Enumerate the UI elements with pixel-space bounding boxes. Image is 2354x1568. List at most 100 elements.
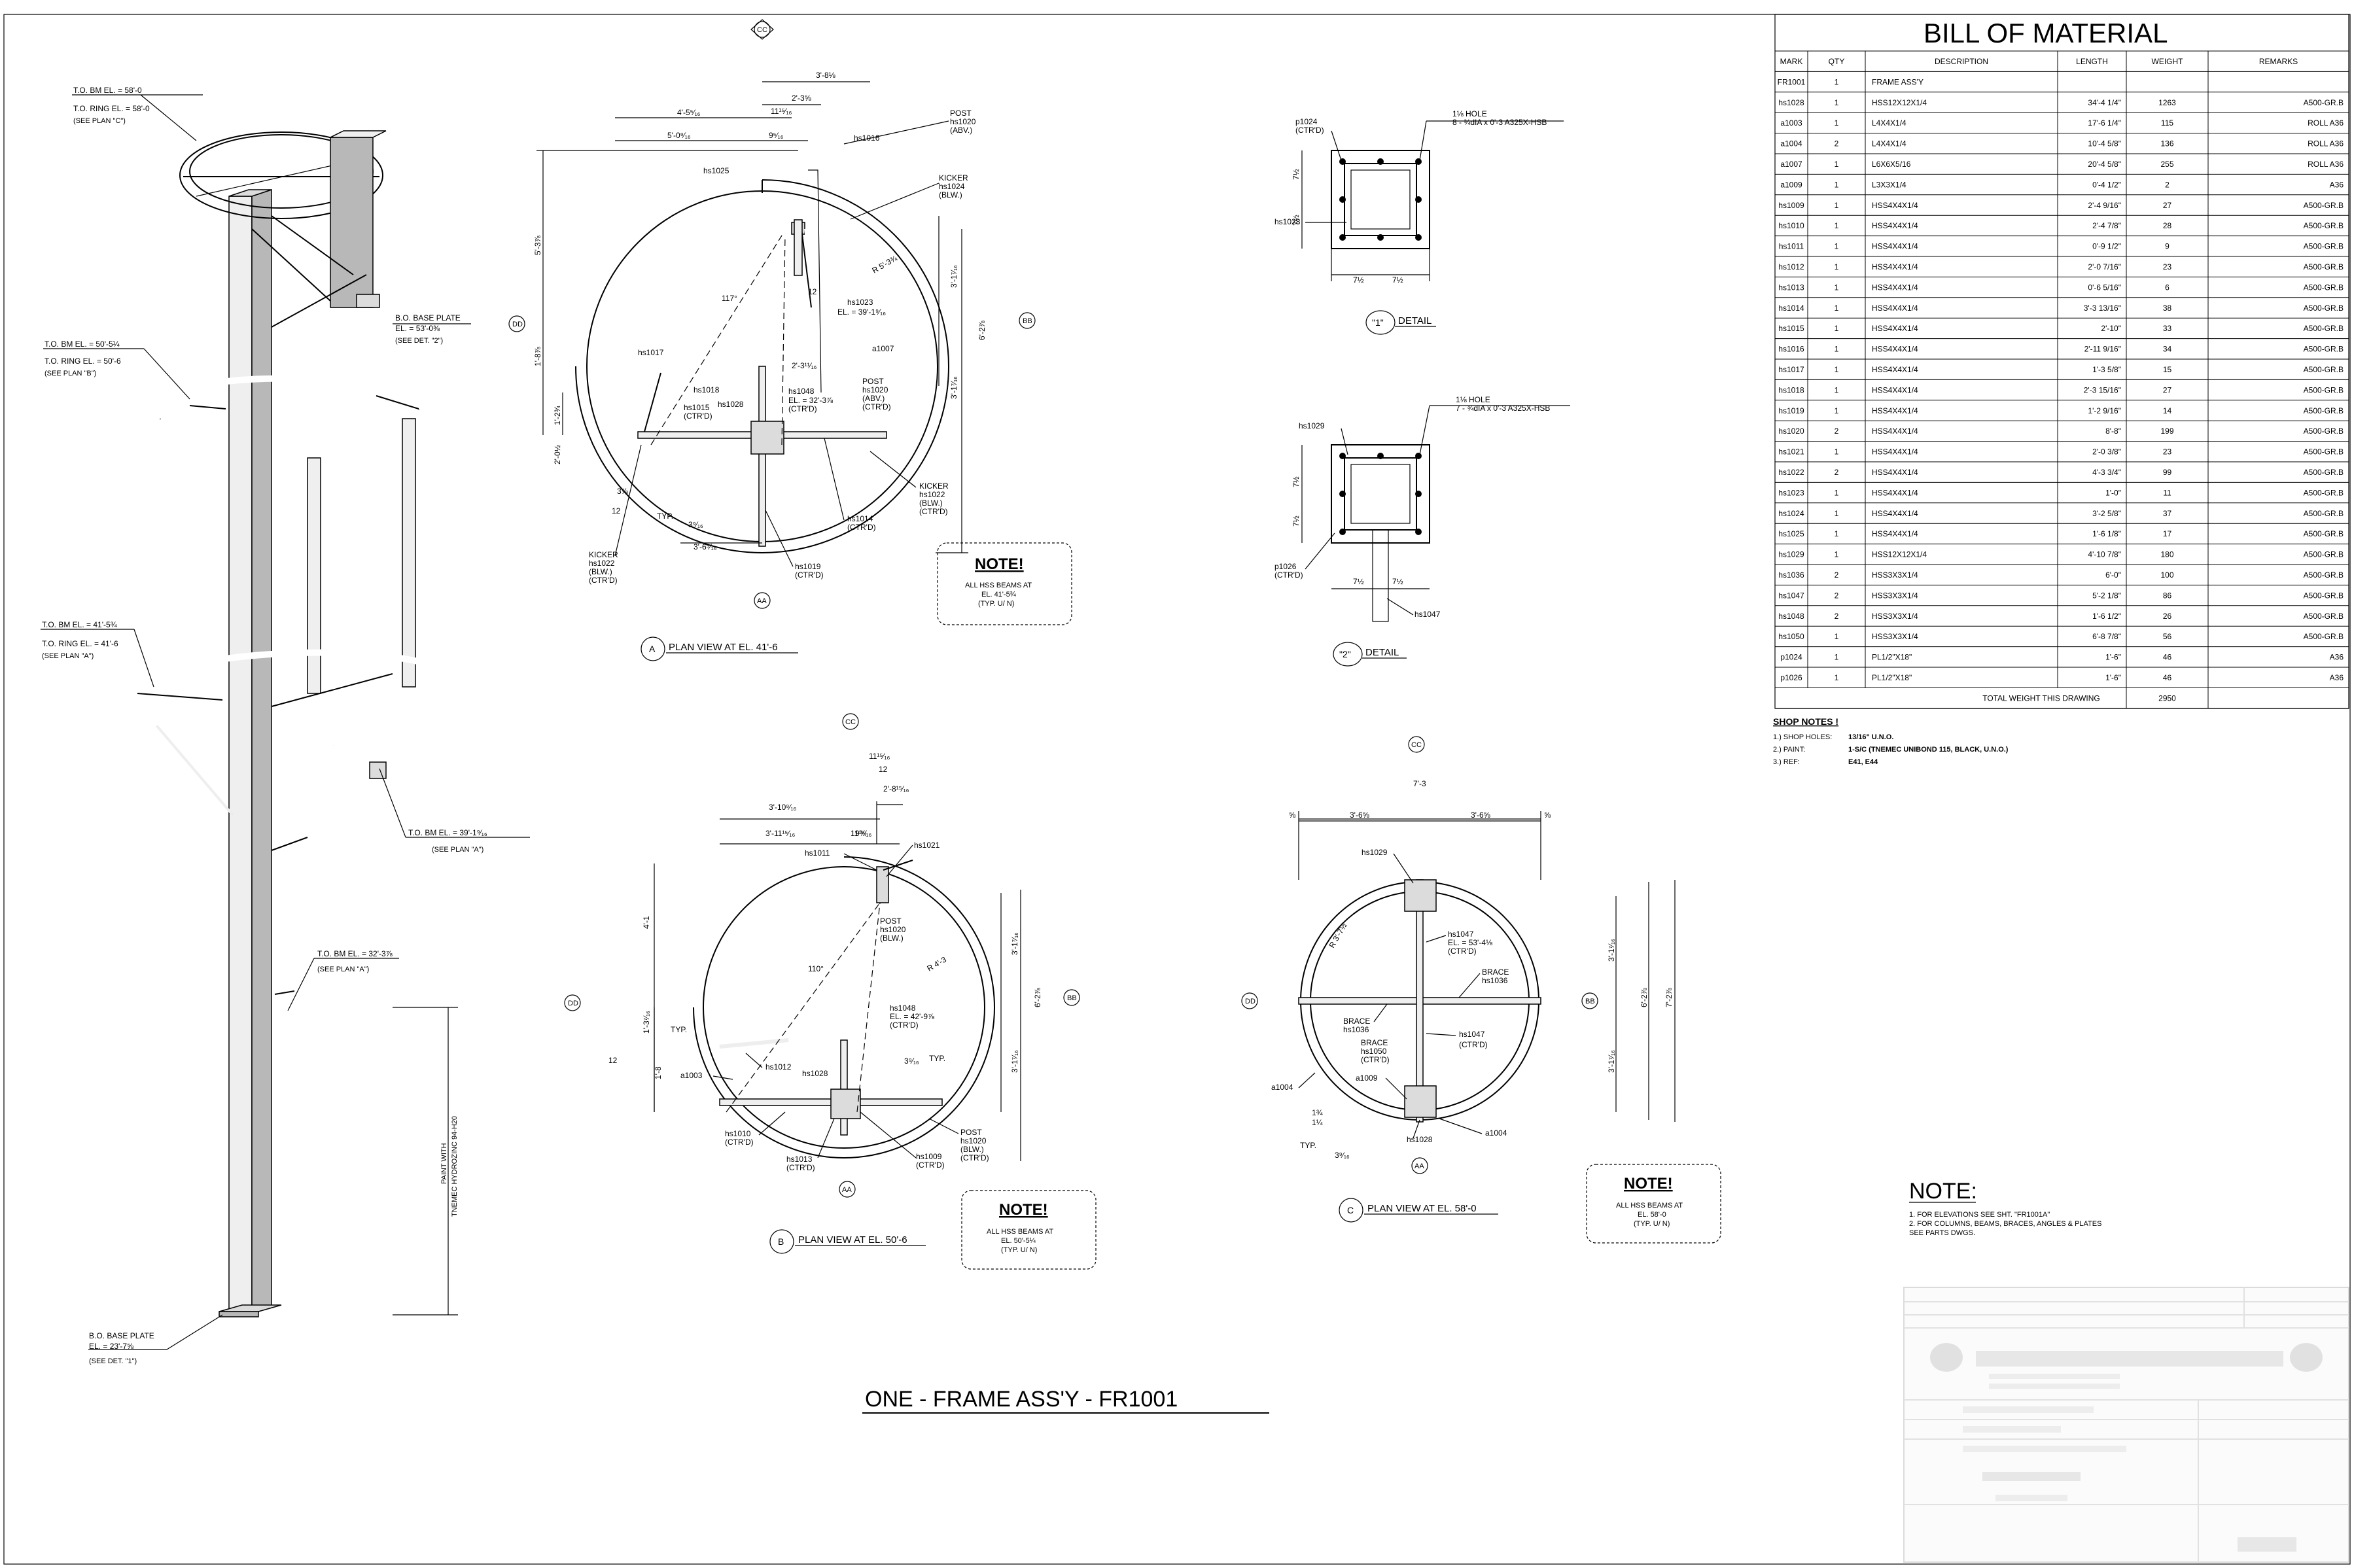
bom-mark: hs1019 [1778, 406, 1804, 415]
bo-base-bot-2: EL. = 23'-7⅝ [89, 1342, 134, 1351]
svg-text:hs1048: hs1048 [788, 387, 815, 396]
section-mark-bb-a: BB [1019, 312, 1036, 329]
bom-remarks: A500-GR.B [2304, 221, 2344, 230]
svg-text:hs1017: hs1017 [638, 348, 664, 357]
bom-header-0: MARK [1780, 57, 1803, 66]
detail-2-title: "2" DETAIL [1333, 642, 1407, 667]
bom-remarks: A500-GR.B [2304, 570, 2344, 580]
bom-mark: hs1020 [1778, 427, 1804, 436]
see-plan-b: (SEE PLAN "B") [44, 370, 96, 377]
bom-mark: FR1001 [1778, 77, 1806, 86]
svg-text:R 3'-7½: R 3'-7½ [1327, 921, 1348, 949]
bom-total-label: TOTAL WEIGHT THIS DRAWING [1982, 693, 2100, 703]
bom-weight: 1263 [2158, 98, 2176, 107]
svg-text:1⅛ HOLE: 1⅛ HOLE [1456, 395, 1490, 404]
bom-description: HSS4X4X1/4 [1872, 427, 1918, 436]
sheet-border [3, 14, 2351, 1565]
bom-weight: 14 [2163, 406, 2172, 415]
svg-text:7½: 7½ [1291, 515, 1301, 527]
section-mark-dd-a: DD [508, 315, 525, 332]
bom-weight: 46 [2163, 653, 2172, 662]
svg-text:hs1036: hs1036 [1343, 1025, 1369, 1034]
svg-text:DD: DD [1245, 998, 1256, 1005]
svg-text:3'-6⅝: 3'-6⅝ [1471, 810, 1491, 820]
svg-text:1⅛ HOLE: 1⅛ HOLE [1452, 109, 1487, 118]
svg-text:(CTR'D): (CTR'D) [919, 507, 948, 516]
bom-mark: hs1050 [1778, 632, 1804, 641]
svg-text:hs1022: hs1022 [919, 490, 945, 499]
bom-header-4: WEIGHT [2152, 57, 2184, 66]
bom-mark: a1004 [1780, 139, 1802, 148]
bom-length: 8'-8" [2105, 427, 2121, 436]
bom-description: HSS4X4X1/4 [1872, 242, 1918, 251]
svg-text:(CTR'D): (CTR'D) [916, 1160, 945, 1170]
plan-b: 11¹⁵⁄₁₆ 2'-8¹⁵⁄₁₆ 3'-10⁹⁄₁₆ 3'-11¹⁵⁄₁₆ 1… [608, 752, 1042, 1172]
svg-text:hs1020: hs1020 [960, 1136, 987, 1145]
bom-qty: 2 [1835, 591, 1839, 600]
svg-text:"1": "1" [1372, 317, 1384, 328]
svg-text:EL. 50'-5¼: EL. 50'-5¼ [1001, 1237, 1036, 1245]
svg-text:EL. = 53'-4⅛: EL. = 53'-4⅛ [1448, 938, 1493, 947]
svg-text:3'-8⅛: 3'-8⅛ [816, 71, 836, 80]
bom-weight: 26 [2163, 612, 2172, 621]
svg-text:KICKER: KICKER [919, 481, 949, 491]
svg-text:6'-2⅞: 6'-2⅞ [1640, 987, 1649, 1007]
bom-length: 2'-11 9/16" [2084, 345, 2121, 354]
svg-text:E41, E44: E41, E44 [1848, 758, 1878, 766]
svg-text:3'-1⁷⁄₁₆: 3'-1⁷⁄₁₆ [1607, 939, 1616, 962]
bom-remarks: A500-GR.B [2304, 262, 2344, 271]
bom-length: 4'-10 7/8" [2088, 550, 2121, 559]
bom-length: 1'-0" [2105, 488, 2121, 497]
to-ring-58: T.O. RING EL. = 58'-0 [73, 104, 150, 113]
svg-text:hs1012: hs1012 [765, 1062, 792, 1071]
svg-text:hs1014: hs1014 [847, 514, 873, 523]
svg-text:hs1020: hs1020 [950, 117, 976, 126]
svg-text:hs1025: hs1025 [703, 166, 729, 175]
svg-text:5'-0⁹⁄₁₆: 5'-0⁹⁄₁₆ [667, 131, 691, 140]
plan-a-post [750, 421, 784, 455]
bom-mark: hs1010 [1778, 221, 1804, 230]
bom-mark: hs1024 [1778, 509, 1804, 518]
svg-text:3'-10⁹⁄₁₆: 3'-10⁹⁄₁₆ [769, 803, 797, 812]
svg-text:EL. = 32'-3⅞: EL. = 32'-3⅞ [788, 396, 834, 405]
svg-text:3'-11¹⁵⁄₁₆: 3'-11¹⁵⁄₁₆ [765, 829, 795, 838]
svg-text:(CTR'D): (CTR'D) [1295, 126, 1324, 135]
section-mark-aa-b: AA [839, 1181, 856, 1198]
svg-text:11¹⁵⁄₁₆: 11¹⁵⁄₁₆ [771, 107, 792, 116]
bom-remarks: A500-GR.B [2304, 242, 2344, 251]
plan-c-title: C PLAN VIEW AT EL. 58'-0 [1339, 1198, 1498, 1223]
svg-text:11¹⁵⁄₁₆: 11¹⁵⁄₁₆ [851, 829, 871, 838]
bom-qty: 1 [1835, 160, 1839, 169]
svg-text:(CTR'D): (CTR'D) [847, 523, 876, 532]
bom-mark: hs1022 [1778, 468, 1804, 477]
bom-weight: 56 [2163, 632, 2172, 641]
svg-text:13/16" U.N.O.: 13/16" U.N.O. [1848, 733, 1893, 741]
bom-mark: hs1011 [1779, 242, 1804, 251]
bom-remarks: A500-GR.B [2304, 591, 2344, 600]
svg-text:(CTR'D): (CTR'D) [1274, 570, 1303, 580]
svg-text:(CTR'D): (CTR'D) [725, 1138, 754, 1147]
bom-mark: a1009 [1780, 180, 1802, 189]
plan-c-labels: hs1029 hs1047 EL. = 53'-4⅛ (CTR'D) BRACE… [1271, 848, 1509, 1160]
svg-text:7½: 7½ [1291, 169, 1301, 180]
svg-text:3⁹⁄₁₆: 3⁹⁄₁₆ [688, 520, 703, 529]
bom-qty: 2 [1835, 570, 1839, 580]
bom-description: PL1/2"X18" [1872, 653, 1912, 662]
plan-c-dims: 7'-3 3'-6⅝ 3'-6⅝ ⅝ ⅝ 3'-1⁷⁄₁₆ 6'-2⅞ 7'-2… [1289, 779, 1674, 1127]
svg-text:TYP.: TYP. [1300, 1141, 1316, 1150]
svg-text:(CTR'D): (CTR'D) [786, 1163, 815, 1172]
bom-remarks: A36 [2330, 673, 2344, 682]
svg-text:(CTR'D): (CTR'D) [684, 411, 712, 421]
svg-text:7 - ¾dIA x 0'-3 A325X-HSB: 7 - ¾dIA x 0'-3 A325X-HSB [1456, 404, 1550, 413]
bom-qty: 2 [1835, 468, 1839, 477]
bom-header-2: DESCRIPTION [1935, 57, 1988, 66]
bom-description: HSS4X4X1/4 [1872, 488, 1918, 497]
svg-text:3.) REF:: 3.) REF: [1773, 758, 1800, 766]
svg-text:TYP.: TYP. [671, 1025, 687, 1034]
svg-text:7'-2⅞: 7'-2⅞ [1664, 987, 1674, 1007]
bom-remarks: A500-GR.B [2304, 529, 2344, 538]
bom-remarks: A500-GR.B [2304, 488, 2344, 497]
bom-length: 1'-2 9/16" [2088, 406, 2121, 415]
svg-text:ALL HSS BEAMS AT: ALL HSS BEAMS AT [1616, 1202, 1683, 1210]
